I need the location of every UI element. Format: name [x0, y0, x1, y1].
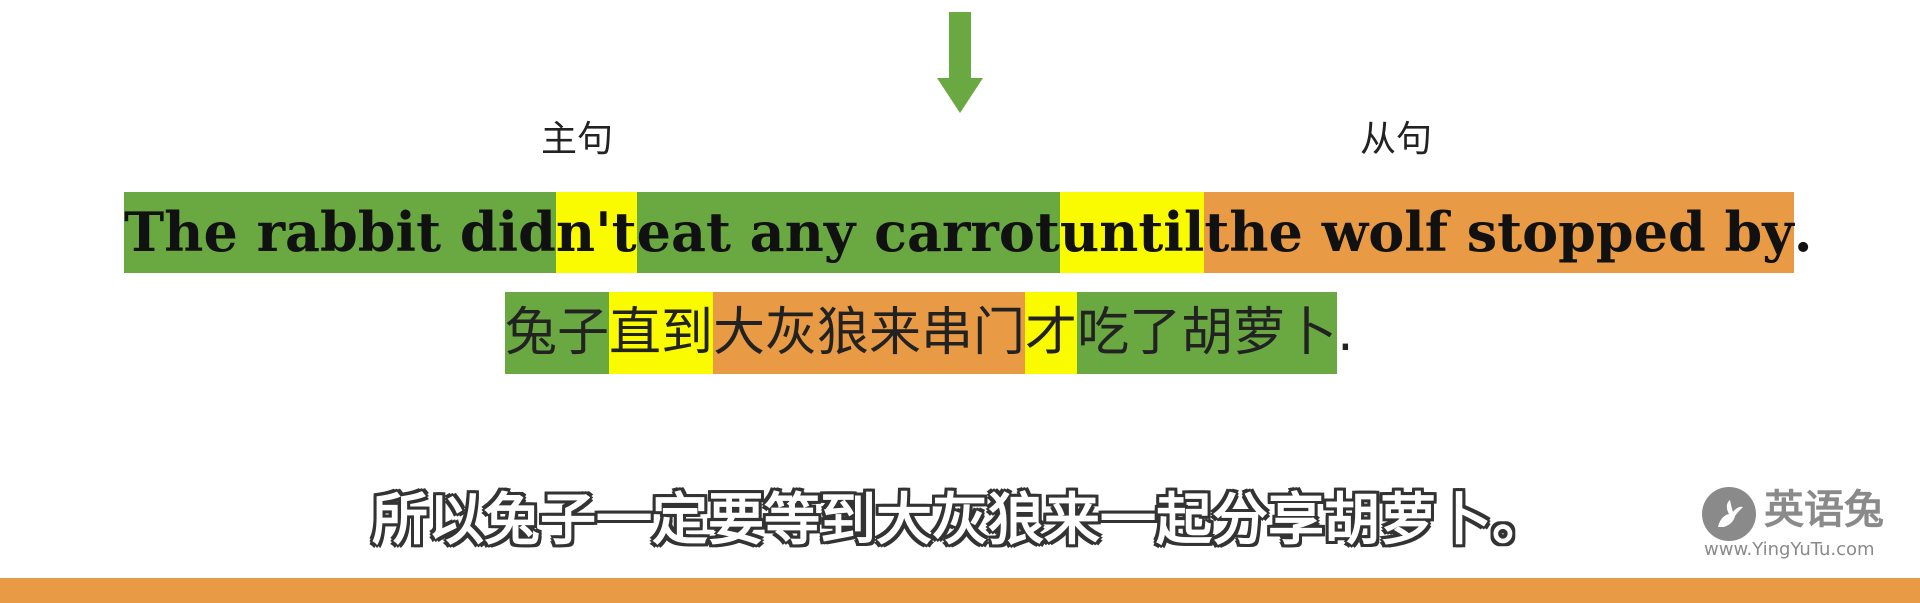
english-segment: . [1793, 200, 1813, 264]
english-sentence: The rabbit did n't eat any carrot until … [124, 192, 1813, 273]
chinese-segment: . [1337, 303, 1354, 363]
main-clause-label: 主句 [541, 119, 614, 160]
english-segment: until [1059, 192, 1205, 273]
rabbit-icon [1702, 487, 1756, 541]
logo: 英语兔 www.YingYuTu.com [1702, 485, 1912, 565]
logo-name: 英语兔 [1764, 486, 1884, 533]
logo-url: www.YingYuTu.com [1704, 539, 1875, 560]
chinese-segment: 兔子 [505, 292, 610, 374]
chinese-sentence: 兔子 直到 大灰狼来串门 才 吃了胡萝卜 . [505, 292, 1354, 374]
english-segment: the wolf stopped by [1204, 192, 1794, 273]
down-arrow-icon [937, 12, 983, 113]
chinese-segment: 直到 [609, 292, 714, 374]
chinese-segment: 吃了胡萝卜 [1077, 292, 1338, 374]
chinese-segment: 大灰狼来串门 [713, 292, 1026, 374]
english-segment: The rabbit did [124, 192, 556, 273]
english-segment: n't [555, 192, 637, 273]
subtitle-caption: 所以兔子一定要等到大灰狼来一起分享胡萝卜。 [372, 488, 1548, 553]
english-segment: eat any carrot [636, 192, 1060, 273]
chinese-segment: 才 [1025, 292, 1078, 374]
sub-clause-label: 从句 [1360, 119, 1433, 160]
bottom-bar [0, 578, 1920, 603]
